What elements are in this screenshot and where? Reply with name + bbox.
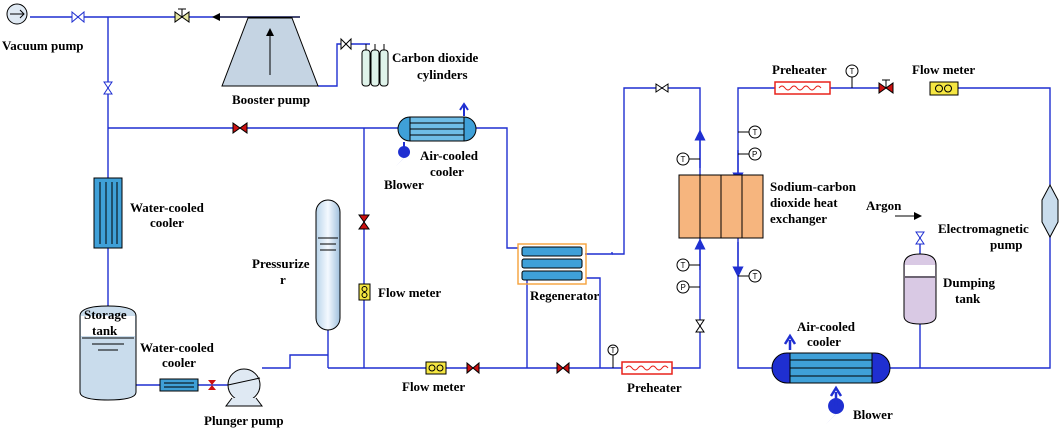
blower-bottom-label: Blower <box>853 407 893 422</box>
flow-meter-top-label: Flow meter <box>912 62 975 77</box>
hx-label-2: dioxide heat <box>770 195 838 210</box>
blower-bottom <box>826 385 845 424</box>
pressurizer <box>315 199 341 331</box>
water-cooler-left-label-2: cooler <box>150 215 184 230</box>
gauge-p-hx-right: P <box>738 147 762 161</box>
svg-text:P: P <box>681 283 686 292</box>
valve-booster-inlet <box>174 8 190 23</box>
storage-tank <box>79 305 137 401</box>
em-pump-label-1: Electromagnetic <box>938 221 1029 236</box>
water-cooler-left-label-1: Water-cooled <box>130 200 205 215</box>
flow-meter-mid-label: Flow meter <box>378 285 441 300</box>
valve-mid-vertical <box>358 214 370 230</box>
gauge-t-hx-left-top: T <box>676 152 700 166</box>
electromagnetic-pump <box>1041 183 1059 239</box>
booster-pump-label: Booster pump <box>232 92 310 107</box>
gauge-p-hx-left-bottom: P <box>676 280 700 294</box>
svg-text:T: T <box>681 155 686 164</box>
em-pump-label-2: pump <box>990 237 1023 252</box>
dumping-tank-label-2: tank <box>955 291 981 306</box>
blower-top-label: Blower <box>384 177 424 192</box>
valve-vacuum <box>71 10 85 24</box>
dumping-tank <box>903 253 937 325</box>
co2-cylinders-label-2: cylinders <box>417 67 468 82</box>
storage-tank-label-1: Storage <box>84 307 127 322</box>
svg-text:T: T <box>850 67 855 76</box>
air-cooler-bottom-label-2: cooler <box>807 334 841 349</box>
air-cooled-cooler-top <box>397 102 477 142</box>
valve-vertical-left <box>103 81 113 95</box>
air-cooler-top-label-2: cooler <box>430 164 464 179</box>
preheater-bottom <box>621 361 673 375</box>
valve-top-bypass <box>655 83 669 93</box>
co2-cylinders <box>340 37 389 87</box>
dumping-tank-label-1: Dumping <box>943 275 996 290</box>
pressurizer-label-2: r <box>280 272 286 287</box>
booster-pump <box>221 17 319 87</box>
valve-bottom-1 <box>466 361 480 375</box>
hx-label-1: Sodium-carbon <box>770 179 857 194</box>
pressurizer-label-1: Pressurize <box>252 256 310 271</box>
svg-text:T: T <box>753 128 758 137</box>
blower-top <box>396 142 411 166</box>
argon-valve <box>915 231 925 245</box>
water-cooler-bottom-label-2: cooler <box>162 355 196 370</box>
plunger-pump-label: Plunger pump <box>204 413 284 428</box>
svg-text:T: T <box>681 261 686 270</box>
gauge-t-bottom: T <box>607 344 619 368</box>
vacuum-pump <box>6 3 28 25</box>
preheater-top-label: Preheater <box>772 62 827 77</box>
gauge-t-hx-right-2: T <box>738 269 762 283</box>
air-cooled-cooler-bottom <box>771 333 891 384</box>
water-cooler-bottom-label-1: Water-cooled <box>140 340 215 355</box>
flow-meter-mid <box>358 283 371 301</box>
vacuum-pump-label: Vacuum pump <box>2 38 84 53</box>
flow-meter-top <box>929 81 959 96</box>
valve-plunger-inlet <box>208 380 216 390</box>
gauge-t-hx-right-1: T <box>738 125 762 139</box>
co2-cylinders-label-1: Carbon dioxide <box>392 50 479 65</box>
svg-text:T: T <box>753 272 758 281</box>
air-cooler-top-label-1: Air-cooled <box>420 148 479 163</box>
flow-arrows <box>212 13 922 278</box>
water-cooled-cooler-bottom <box>159 378 199 392</box>
regenerator <box>517 243 587 285</box>
plunger-pump <box>225 368 263 407</box>
sodium-co2-heat-exchanger <box>678 174 764 239</box>
hx-label-3: exchanger <box>770 211 827 226</box>
valve-hx-inlet <box>695 319 705 333</box>
gauge-t-top: T <box>845 64 859 88</box>
valve-main-line <box>232 122 248 134</box>
water-cooled-cooler-left <box>93 177 123 249</box>
valve-bottom-2 <box>556 361 570 375</box>
air-cooler-bottom-label-1: Air-cooled <box>797 319 856 334</box>
storage-tank-label-2: tank <box>92 323 118 338</box>
svg-text:P: P <box>752 150 757 159</box>
flow-meter-bottom <box>425 361 447 375</box>
argon-label: Argon <box>866 198 902 213</box>
preheater-bottom-label: Preheater <box>627 380 682 395</box>
pipe-network <box>30 16 1051 386</box>
svg-text:T: T <box>611 346 616 355</box>
regenerator-label: Regenerator <box>530 288 600 303</box>
preheater-top <box>774 81 831 95</box>
flow-meter-bottom-label: Flow meter <box>402 379 465 394</box>
gauge-t-hx-left-bottom: T <box>676 258 700 272</box>
valve-sodium-top <box>878 79 894 94</box>
